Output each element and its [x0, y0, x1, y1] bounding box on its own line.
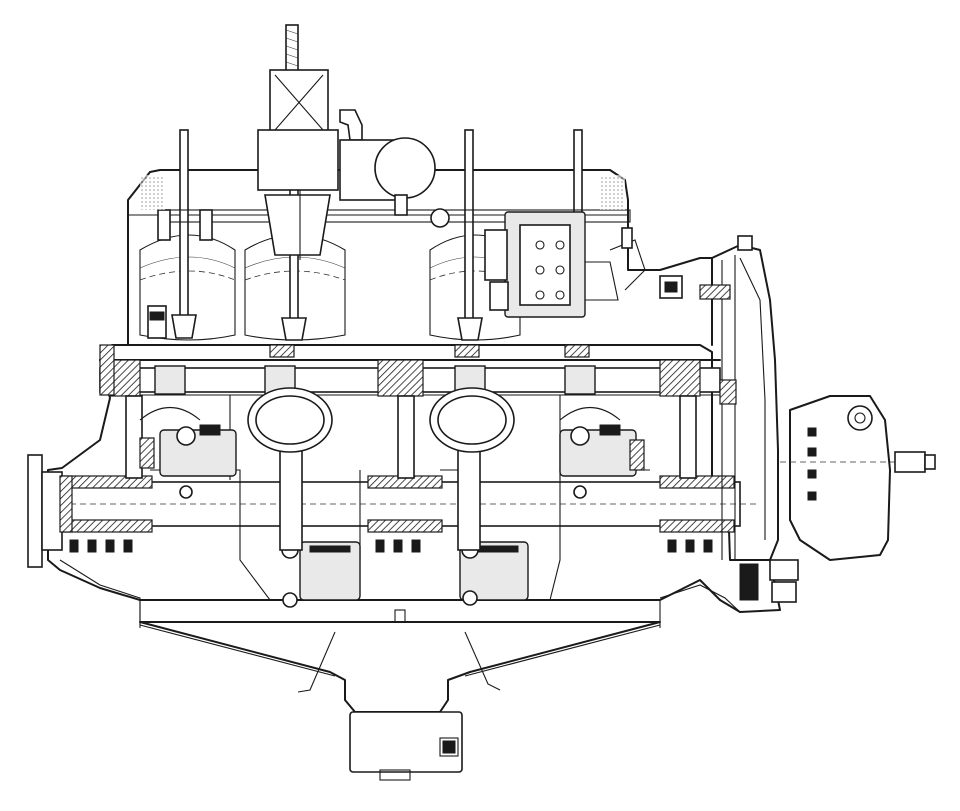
pistons [139, 387, 621, 453]
section-hatching [59, 344, 645, 533]
spark-plugs [147, 209, 213, 339]
oil-sump [139, 609, 661, 781]
drain-sump-chamber [349, 711, 463, 773]
air-intake-tube [374, 137, 436, 199]
pump-housing [739, 395, 936, 603]
propeller-flange [27, 454, 43, 568]
camshaft [99, 359, 721, 397]
magneto [484, 211, 683, 318]
crankshaft [27, 454, 760, 568]
oil-cup [147, 305, 167, 339]
timing-case [699, 235, 779, 561]
carburettor [257, 24, 450, 260]
